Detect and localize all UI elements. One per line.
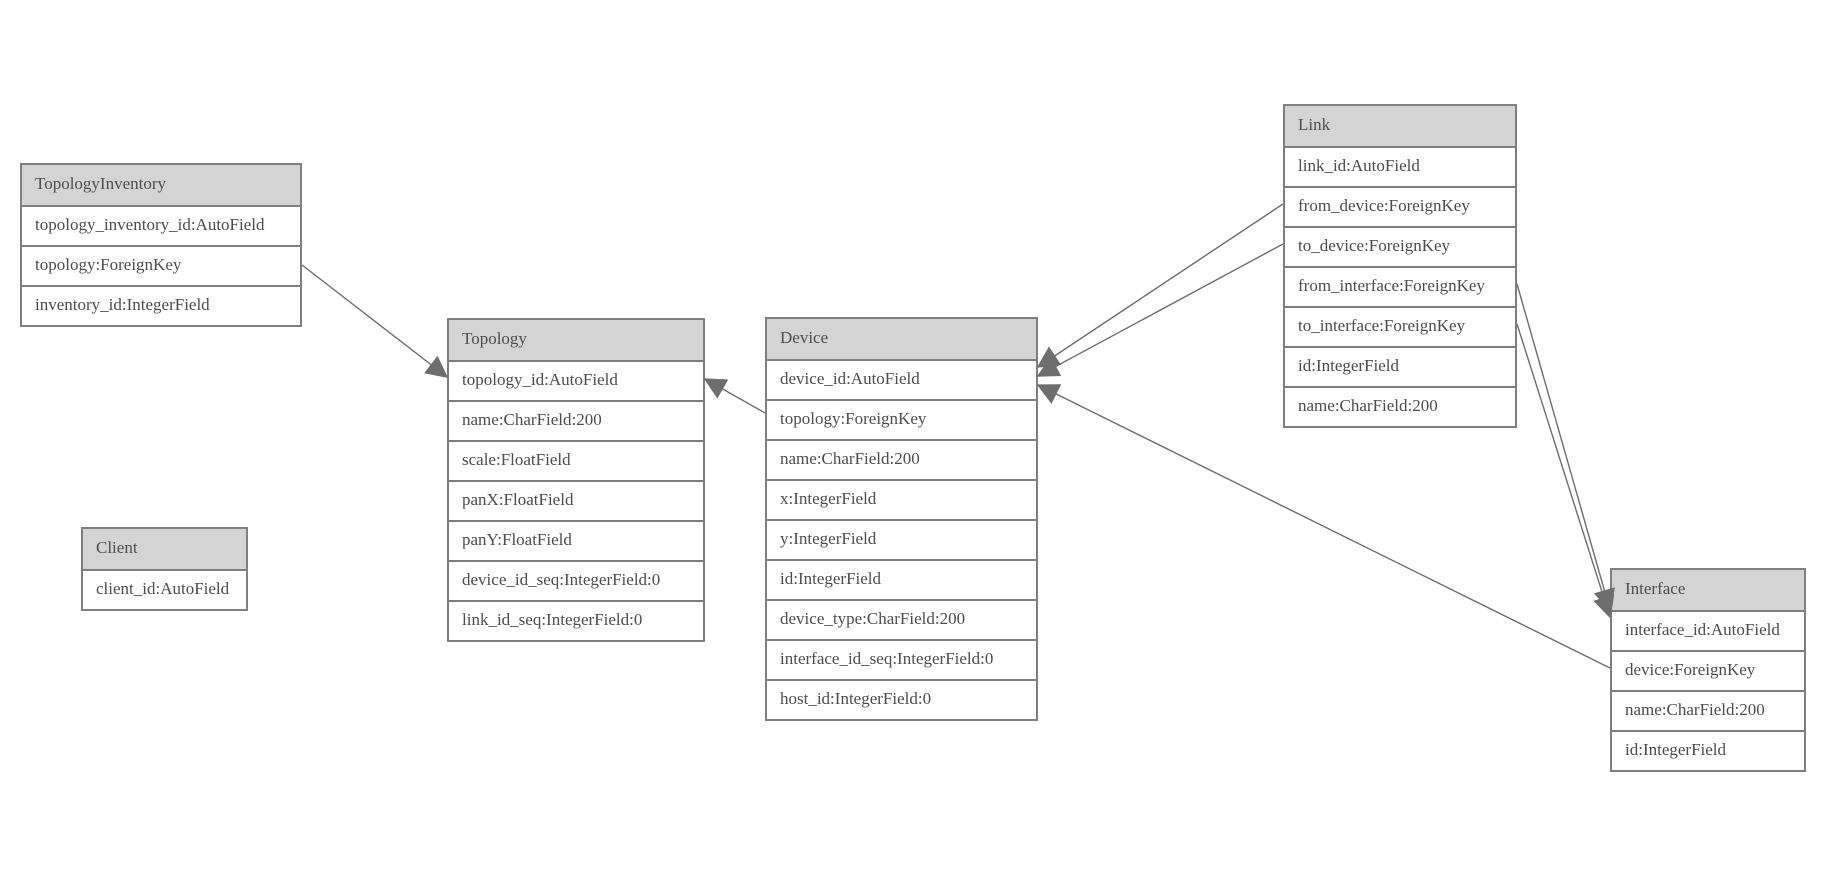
entity-field: interface_id:AutoField: [1612, 610, 1804, 650]
entity-topology-inventory: TopologyInventory topology_inventory_id:…: [20, 163, 302, 327]
entity-field: link_id_seq:IntegerField:0: [449, 600, 703, 640]
edge-link-to-device-to-device: [1036, 243, 1284, 377]
entity-field: name:CharField:200: [449, 400, 703, 440]
entity-field: client_id:AutoField: [83, 569, 246, 609]
entity-field: name:CharField:200: [1285, 386, 1515, 426]
entity-field: device:ForeignKey: [1612, 650, 1804, 690]
entity-field: host_id:IntegerField:0: [767, 679, 1036, 719]
edge-topology-inventory-topology-to-topology: [301, 264, 449, 378]
entity-title: Interface: [1612, 570, 1804, 610]
entity-field: scale:FloatField: [449, 440, 703, 480]
entity-title: Topology: [449, 320, 703, 360]
entity-field: device_id:AutoField: [767, 359, 1036, 399]
entity-field: id:IntegerField: [1285, 346, 1515, 386]
entity-field: id:IntegerField: [767, 559, 1036, 599]
entity-field: panX:FloatField: [449, 480, 703, 520]
entity-field: inventory_id:IntegerField: [22, 285, 300, 325]
entity-field: to_device:ForeignKey: [1285, 226, 1515, 266]
entity-title: TopologyInventory: [22, 165, 300, 205]
entity-field: panY:FloatField: [449, 520, 703, 560]
entity-field: topology_id:AutoField: [449, 360, 703, 400]
entity-field: topology:ForeignKey: [22, 245, 300, 285]
edge-link-from-interface-to-interface: [1516, 283, 1615, 612]
entity-field: from_interface:ForeignKey: [1285, 266, 1515, 306]
entity-field: device_type:CharField:200: [767, 599, 1036, 639]
entity-title: Link: [1285, 106, 1515, 146]
entity-field: device_id_seq:IntegerField:0: [449, 560, 703, 600]
entity-field: from_device:ForeignKey: [1285, 186, 1515, 226]
entity-field: topology_inventory_id:AutoField: [22, 205, 300, 245]
entity-field: link_id:AutoField: [1285, 146, 1515, 186]
edge-device-topology-to-topology: [703, 378, 766, 414]
entity-title: Device: [767, 319, 1036, 359]
edge-link-from-device-to-device: [1036, 203, 1284, 368]
entity-field: x:IntegerField: [767, 479, 1036, 519]
entity-field: interface_id_seq:IntegerField:0: [767, 639, 1036, 679]
entity-field: name:CharField:200: [1612, 690, 1804, 730]
entity-title: Client: [83, 529, 246, 569]
entity-field: name:CharField:200: [767, 439, 1036, 479]
entity-field: id:IntegerField: [1612, 730, 1804, 770]
entity-client: Client client_id:AutoField: [81, 527, 248, 611]
entity-field: topology:ForeignKey: [767, 399, 1036, 439]
entity-field: y:IntegerField: [767, 519, 1036, 559]
entity-field: to_interface:ForeignKey: [1285, 306, 1515, 346]
edge-link-to-interface-to-interface: [1516, 323, 1615, 619]
